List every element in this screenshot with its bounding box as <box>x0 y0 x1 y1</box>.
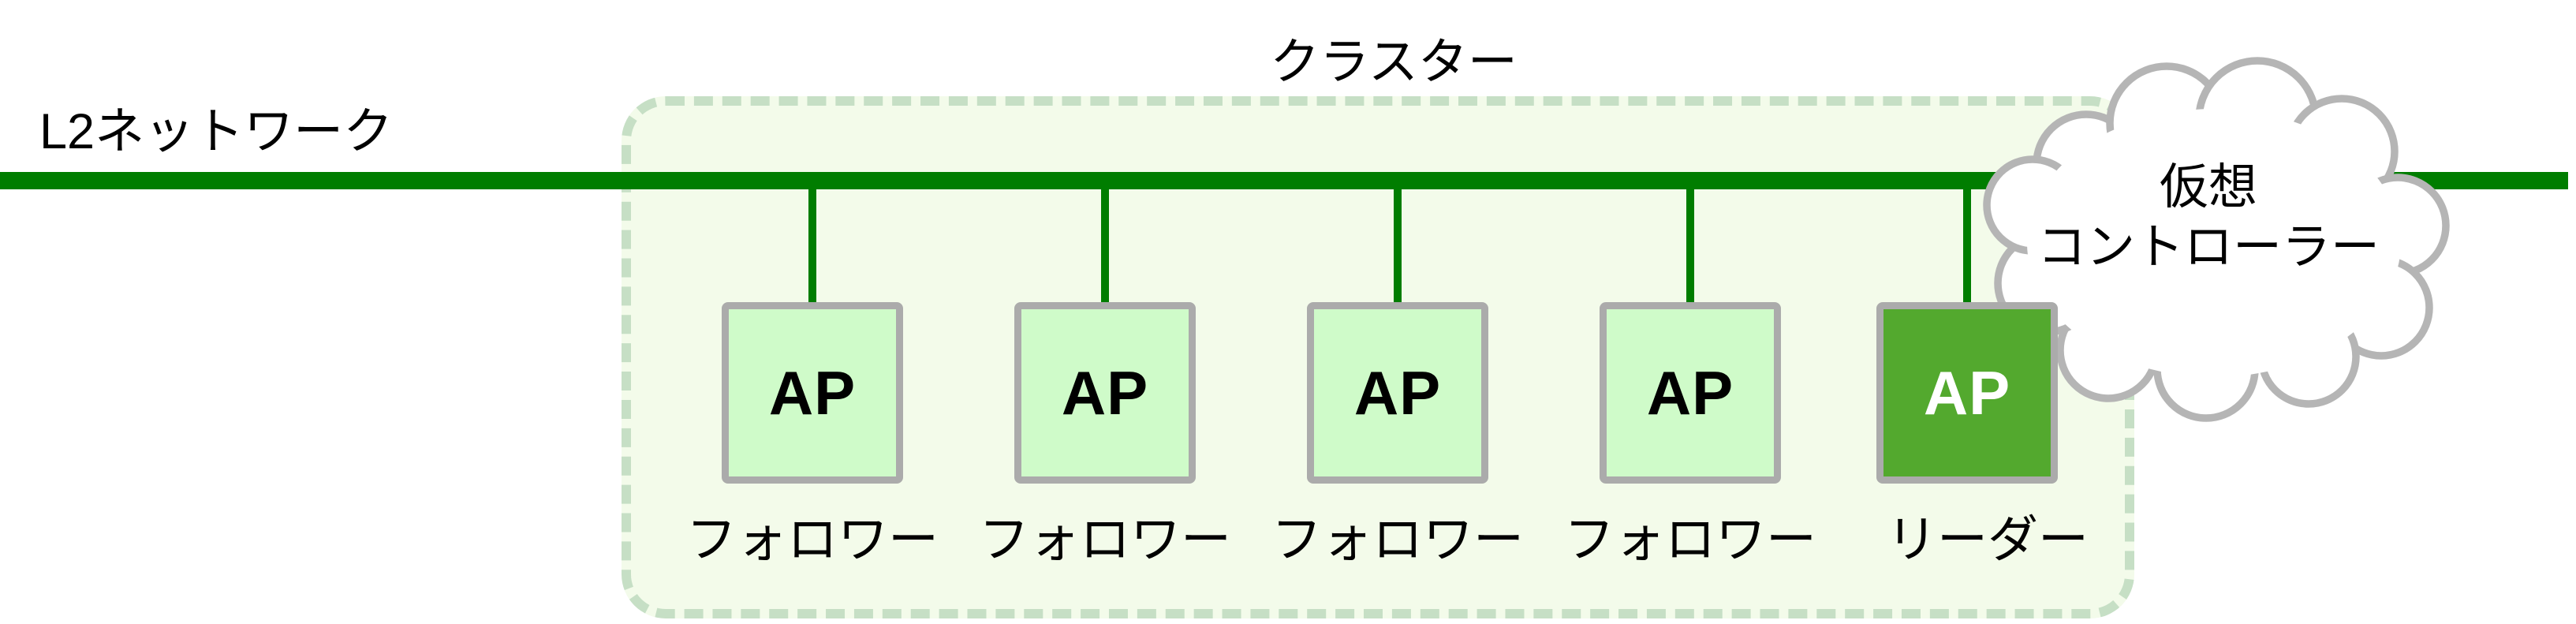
virtual-controller-cloud <box>1983 57 2450 422</box>
ap-node-text: AP <box>1646 357 1734 428</box>
cluster-label: クラスター <box>1270 35 1518 90</box>
ap-node-follower-1: AP <box>722 302 903 484</box>
node-role-label-follower-2: フォロワー <box>979 511 1231 568</box>
ap-node-leader: AP <box>1876 302 2058 484</box>
ap-node-follower-2: AP <box>1014 302 1196 484</box>
node-role-label-follower-4: フォロワー <box>1564 511 1816 568</box>
virtual-controller-label-line1: 仮想 <box>2159 160 2257 215</box>
drop-link-3 <box>1394 172 1402 306</box>
ap-node-text: AP <box>768 357 857 428</box>
drop-link-5 <box>1963 172 1971 306</box>
virtual-controller-label-line2: コントローラー <box>2037 219 2380 275</box>
ap-node-text: AP <box>1923 357 2011 428</box>
node-role-label-follower-3: フォロワー <box>1271 511 1524 568</box>
l2-network-line <box>0 172 2568 189</box>
drop-link-4 <box>1686 172 1694 306</box>
node-role-label-follower-1: フォロワー <box>686 511 939 568</box>
ap-node-text: AP <box>1353 357 1442 428</box>
ap-node-text: AP <box>1061 357 1149 428</box>
drop-link-1 <box>808 172 816 306</box>
ap-node-follower-4: AP <box>1600 302 1781 484</box>
node-role-label-leader: リーダー <box>1887 511 2089 568</box>
drop-link-2 <box>1101 172 1109 306</box>
ap-node-follower-3: AP <box>1307 302 1488 484</box>
l2-network-label: L2ネットワーク <box>39 104 394 159</box>
virtual-controller-label: 仮想 コントローラー <box>1972 158 2445 277</box>
